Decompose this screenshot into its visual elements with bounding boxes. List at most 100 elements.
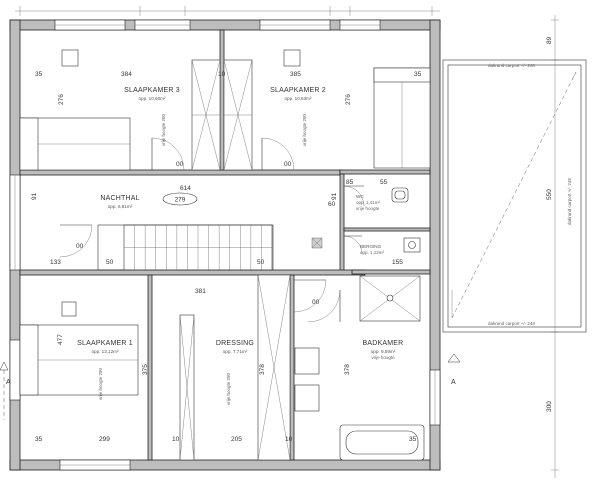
dim-text: 378 (259, 364, 266, 375)
dim-text: 00 (176, 161, 184, 168)
dim-text: 00 (312, 299, 320, 306)
door-bedroom2 (261, 137, 295, 171)
dim-text: 55 (380, 179, 388, 186)
exterior-walls (9, 19, 441, 471)
dim-text: 00 (284, 161, 292, 168)
door-bedroom1 (59, 224, 93, 258)
dim-text: 89 (546, 36, 553, 44)
bathroom-cabinet (294, 384, 320, 412)
dim-text: 60 (328, 201, 336, 208)
bathtub (339, 424, 425, 461)
dim-text: 276 (345, 94, 352, 105)
dim-text: 378 (344, 364, 351, 375)
carport-note-side: dakrand carport +/- 248 (567, 178, 572, 225)
dim-text: 00 (76, 243, 84, 250)
room-name: BERGING (360, 244, 382, 249)
room-area: opp. 6,81m² (108, 204, 133, 209)
dim-text: 133 (50, 259, 61, 266)
door-wc (343, 185, 365, 207)
room-name: DRESSING (216, 340, 254, 347)
stair-void (97, 224, 274, 271)
dim-text: 550 (546, 189, 553, 200)
room-area: opp. 9,59m² (371, 349, 396, 354)
dim-text: 10 (285, 436, 293, 443)
room-ceiling: vrije hoogte (371, 355, 395, 360)
dimension-labels: 35 384 10 385 35 276 276 614 91 91 133 5… (31, 36, 553, 443)
interior-walls (19, 29, 431, 461)
room-ceiling: vrije hoogte 280 (226, 372, 231, 405)
label-slaapkamer3: SLAAPKAMER 3 opp. 10,60m² vrije hoogte 2… (124, 87, 180, 146)
door-berging (343, 235, 363, 255)
nightstand (61, 49, 79, 67)
label-badkamer: BADKAMER opp. 9,59m² vrije hoogte (363, 340, 404, 360)
nightstand (61, 301, 77, 317)
door-badkamer (307, 289, 341, 323)
dim-text: 10 (218, 71, 226, 78)
bed-bedroom3 (19, 117, 131, 171)
section-letter-left: A (6, 379, 11, 386)
nightstand (283, 49, 301, 67)
tag-279: 279 (162, 192, 198, 206)
door-bedroom3 (151, 137, 185, 171)
wardrobe-dressing-left (179, 314, 195, 461)
shower (359, 275, 421, 322)
door-dressing (293, 279, 327, 313)
dim-text: 276 (58, 94, 65, 105)
dim-text: 299 (99, 436, 110, 443)
room-area: opp. 10,63m² (284, 96, 312, 101)
wardrobe-bedroom3 (191, 59, 221, 171)
dim-text: 50 (106, 259, 114, 266)
right-dimension-line (551, 15, 559, 478)
dim-text: 300 (546, 401, 553, 412)
bed-bedroom2 (373, 67, 431, 169)
room-area: opp. 7,71m² (223, 349, 248, 354)
dim-text: 614 (180, 185, 191, 192)
top-dimension-line (15, 6, 440, 16)
room-area: opp. 13,12m² (91, 349, 119, 354)
section-marker-left (0, 361, 9, 420)
dim-text: 35 (35, 71, 43, 78)
room-name: SLAAPKAMER 3 (124, 87, 180, 94)
dim-text: 35 (414, 71, 422, 78)
room-ceiling: vrije hoogte 280 (98, 367, 103, 400)
dim-text: 35 (409, 436, 417, 443)
room-ceiling: vrije hoogte 280 (161, 113, 166, 146)
dim-text: 10 (172, 436, 180, 443)
label-slaapkamer1: SLAAPKAMER 1 opp. 13,12m² vrije hoogte 2… (77, 340, 133, 400)
room-name: NACHTHAL (100, 195, 139, 202)
dim-text: 375 (142, 364, 149, 375)
wardrobe-bedroom2 (223, 59, 253, 171)
room-area: opp. 1,41m² (356, 200, 381, 205)
toilet (391, 187, 409, 203)
dim-text: 85 (346, 179, 354, 186)
room-name: SLAAPKAMER 2 (270, 87, 326, 94)
room-area: opp. 1,12m² (360, 250, 385, 255)
room-ceiling: vrije hoogte 280 (302, 113, 307, 146)
tag-text: 279 (175, 197, 186, 204)
dim-text: 385 (290, 71, 301, 78)
label-nachthal: NACHTHAL opp. 6,81m² (100, 195, 139, 209)
label-slaapkamer2: SLAAPKAMER 2 opp. 10,63m² vrije hoogte 2… (270, 87, 326, 146)
wardrobe-dressing-right (257, 274, 291, 461)
dim-text: 384 (121, 71, 132, 78)
room-area: opp. 10,60m² (138, 96, 166, 101)
dim-text: 91 (31, 192, 38, 200)
dim-text: 35 (35, 436, 43, 443)
bathroom-cabinet (294, 347, 320, 375)
room-name: WC (356, 194, 364, 199)
room-ceiling: vrije hoogte (356, 206, 380, 211)
carport-outline (442, 59, 587, 333)
carport-note-bottom: dakrand carport +/- 248 (488, 321, 535, 326)
room-name: SLAAPKAMER 1 (77, 340, 133, 347)
label-berging: BERGING opp. 1,12m² (360, 244, 385, 255)
carport-note-top: dakrand carport +/- 248 (488, 63, 535, 68)
dim-text: 205 (231, 436, 242, 443)
label-wc: WC opp. 1,41m² vrije hoogte (356, 194, 381, 211)
dim-text: 91 (331, 192, 338, 200)
dim-text: 381 (195, 288, 206, 295)
label-dressing: DRESSING opp. 7,71m² vrije hoogte 280 (216, 340, 254, 405)
dim-text: 477 (57, 334, 64, 345)
dim-text: 155 (392, 259, 403, 266)
section-letter-right: A (451, 379, 456, 386)
